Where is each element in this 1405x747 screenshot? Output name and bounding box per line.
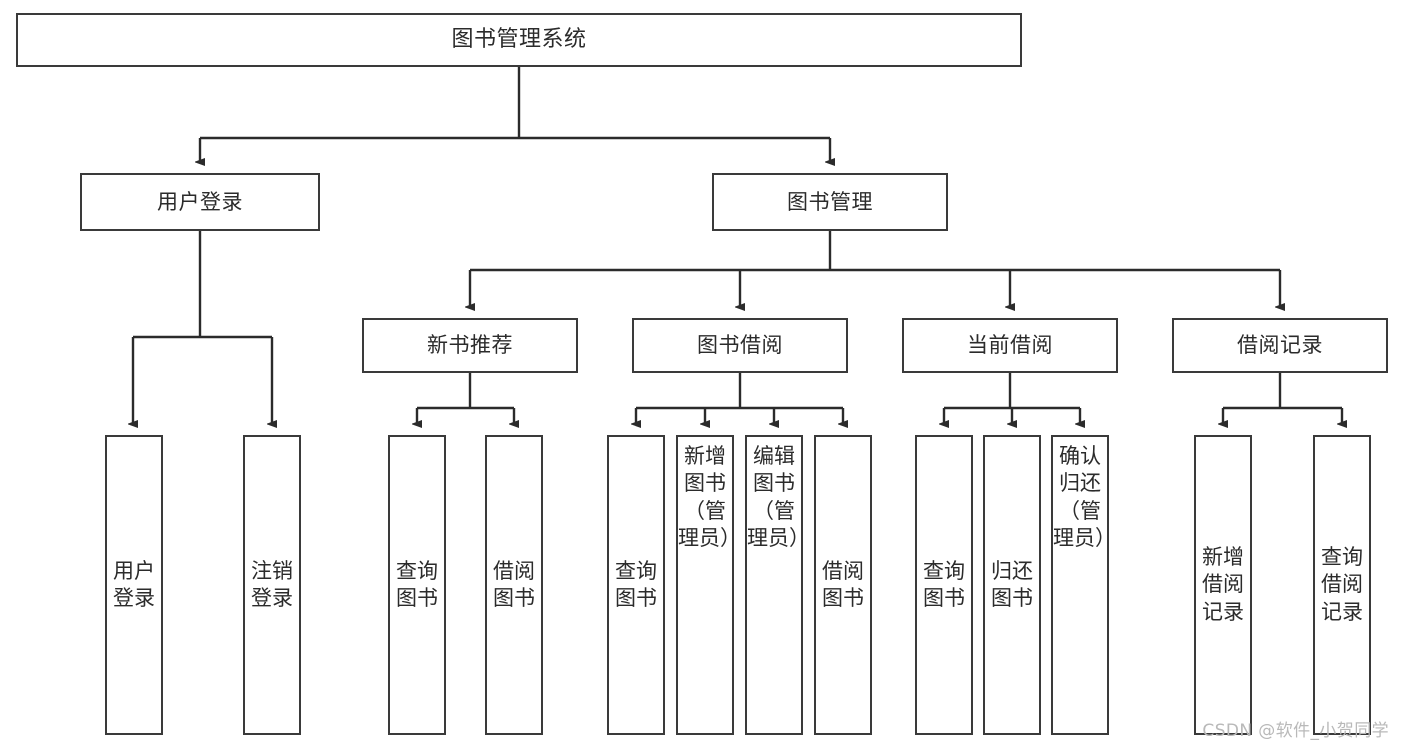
node-new-book-recommend[interactable]: 新书推荐: [362, 318, 578, 373]
leaf-add-book-label: 新增图书（管理员）: [678, 444, 741, 550]
node-user-login-label: 用户登录: [157, 189, 243, 214]
leaf-add-book[interactable]: 新增图书（管理员）: [676, 435, 741, 735]
leaf-logout-label: 注销登录: [251, 558, 293, 610]
node-current-borrow[interactable]: 当前借阅: [902, 318, 1118, 373]
node-root-label: 图书管理系统: [451, 27, 587, 53]
leaf-borrow-book-recommend[interactable]: 借阅图书: [485, 435, 543, 735]
leaf-confirm-return-label: 确认归还（管理员）: [1053, 444, 1116, 550]
leaf-query-book-recommend[interactable]: 查询图书: [388, 435, 446, 735]
leaf-query-borrow-record-label: 查询借阅记录: [1321, 545, 1363, 624]
node-borrow-record[interactable]: 借阅记录: [1172, 318, 1388, 373]
node-book-manage-label: 图书管理: [787, 189, 873, 214]
leaf-borrow-book-recommend-label: 借阅图书: [493, 558, 535, 610]
node-book-manage[interactable]: 图书管理: [712, 173, 948, 231]
leaf-return-book-label: 归还图书: [991, 558, 1033, 610]
leaf-logout[interactable]: 注销登录: [243, 435, 301, 735]
leaf-add-borrow-record-label: 新增借阅记录: [1202, 545, 1244, 624]
node-user-login[interactable]: 用户登录: [80, 173, 320, 231]
leaf-user-login[interactable]: 用户登录: [105, 435, 163, 735]
watermark: CSDN @软件_小贺同学: [1202, 721, 1389, 741]
leaf-edit-book-label: 编辑图书（管理员）: [747, 444, 810, 550]
leaf-borrow-book-label: 借阅图书: [822, 558, 864, 610]
leaf-query-book-current-label: 查询图书: [923, 558, 965, 610]
node-borrow-record-label: 借阅记录: [1237, 333, 1323, 358]
leaf-edit-book[interactable]: 编辑图书（管理员）: [745, 435, 810, 735]
node-book-borrow[interactable]: 图书借阅: [632, 318, 848, 373]
leaf-query-book-label: 查询图书: [615, 558, 657, 610]
leaf-query-borrow-record[interactable]: 查询借阅记录: [1313, 435, 1371, 735]
node-book-borrow-label: 图书借阅: [697, 333, 783, 358]
leaf-user-login-label: 用户登录: [113, 558, 155, 610]
node-root[interactable]: 图书管理系统: [16, 13, 1022, 67]
leaf-return-book[interactable]: 归还图书: [983, 435, 1041, 735]
leaf-borrow-book[interactable]: 借阅图书: [814, 435, 872, 735]
node-current-borrow-label: 当前借阅: [967, 333, 1053, 358]
leaf-query-book-current[interactable]: 查询图书: [915, 435, 973, 735]
leaf-query-book-recommend-label: 查询图书: [396, 558, 438, 610]
leaf-add-borrow-record[interactable]: 新增借阅记录: [1194, 435, 1252, 735]
leaf-query-book[interactable]: 查询图书: [607, 435, 665, 735]
node-new-book-recommend-label: 新书推荐: [427, 333, 513, 358]
leaf-confirm-return[interactable]: 确认归还（管理员）: [1051, 435, 1116, 735]
